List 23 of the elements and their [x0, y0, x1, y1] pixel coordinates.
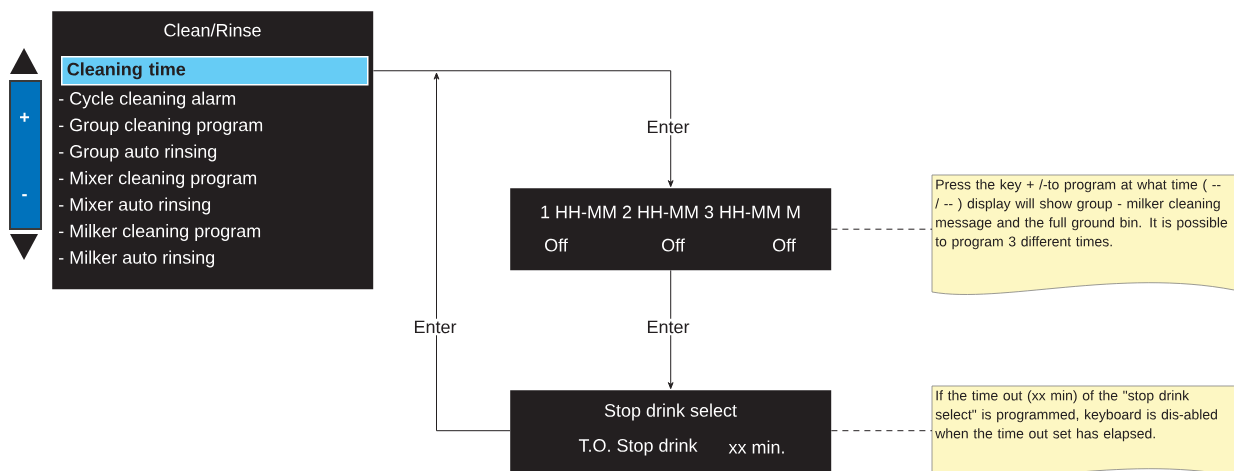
menu-screen: [52, 11, 374, 290]
menu-item: - Mixer auto rinsing: [59, 197, 211, 215]
menu-item: - Group auto rinsing: [59, 144, 217, 162]
dashed-connector: [830, 228, 933, 230]
menu-item: - Milker auto rinsing: [59, 250, 215, 268]
note-card: Press the key + /-to program at what time ( -- / -- ) display will show group - milker cleaning message and the full ground bin. It is possible to program 3 different times.: [931, 174, 1234, 295]
display-screen: 1 HH-MM 2 HH-MM 3 HH-MM M Off Off Off: [510, 188, 832, 271]
edge-label: Enter: [411, 318, 459, 336]
menu-item: - Mixer cleaning program: [59, 171, 257, 188]
dashed-connector: [830, 430, 933, 432]
menu-title: Clean/Rinse: [164, 23, 261, 37]
arrow: [372, 70, 674, 188]
edge-label: Enter: [644, 318, 692, 336]
note-card: If the time out (xx min) of the "stop drink select" is programmed, keyboard is dis-abled when the time out set has elapsed.: [931, 385, 1234, 471]
menu-item: - Group cleaning program: [59, 118, 263, 135]
arrow: [433, 72, 511, 432]
selected-menu-item: Cleaning time: [61, 56, 369, 86]
menu-item: - Cycle cleaning alarm: [59, 91, 236, 109]
menu-item: - Milker cleaning program: [59, 224, 261, 241]
display-screen: Stop drink select T.O. Stop drink xx min.: [510, 390, 832, 471]
keypad: + -: [9, 80, 42, 230]
edge-label: Enter: [644, 118, 692, 136]
arrow: [667, 269, 674, 390]
